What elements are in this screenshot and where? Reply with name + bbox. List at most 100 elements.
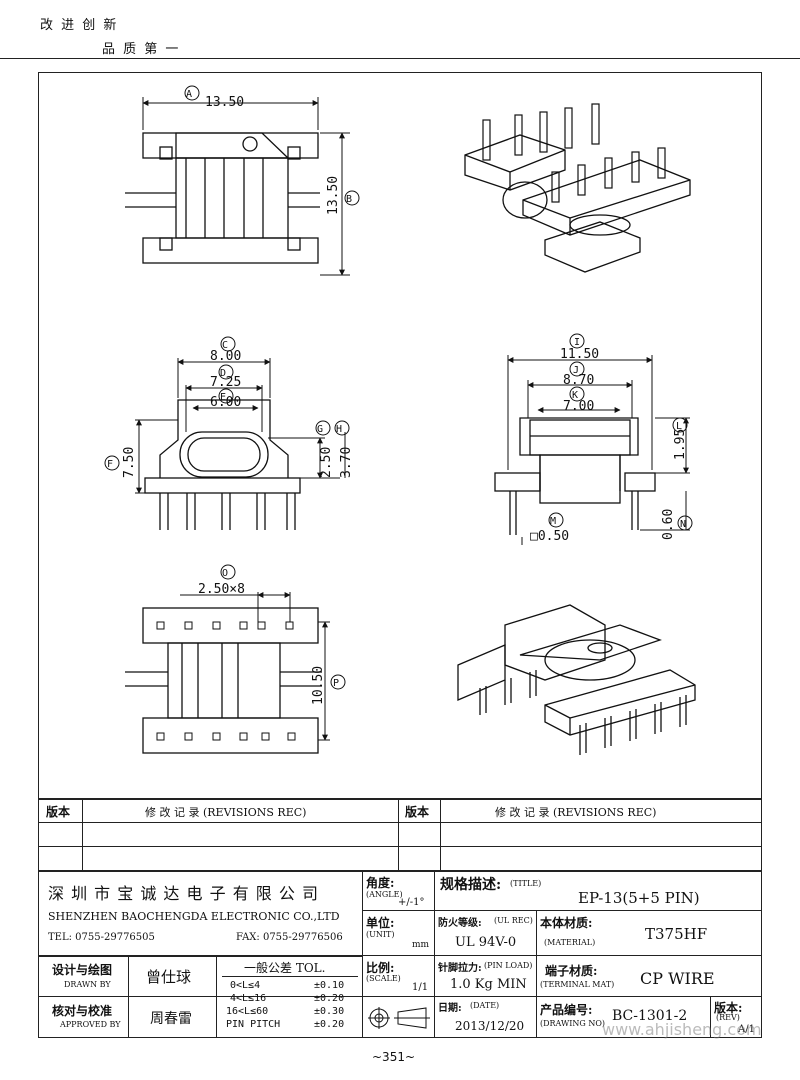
- company-fax: FAX: 0755-29776506: [236, 932, 343, 943]
- material-label-en: (MATERIAL): [544, 938, 596, 947]
- terminal-label: 端子材质:: [545, 964, 598, 978]
- dim-c: 8.00: [210, 349, 241, 364]
- company-tel: TEL: 0755-29776505: [48, 932, 155, 943]
- dim-f: 7.50: [122, 447, 137, 478]
- dim-j: 8.70: [563, 373, 594, 388]
- label-l: L: [676, 421, 682, 432]
- drawing-no-value: BC-1301-2: [612, 1008, 688, 1024]
- drawn-name: 曾仕球: [146, 968, 192, 986]
- unit-value: mm: [412, 940, 430, 950]
- unit-label-en: (UNIT): [366, 930, 395, 939]
- label-c: C: [222, 340, 228, 351]
- side-view: [494, 355, 690, 545]
- tol-range-0: 0<L≤4: [230, 980, 261, 991]
- label-e: E: [220, 392, 226, 403]
- isometric-view-top: [464, 103, 691, 273]
- projection-icon: [368, 1006, 430, 1034]
- tolerance-title: 一般公差 TOL.: [244, 961, 326, 975]
- approved-label-en: APPROVED BY: [60, 1020, 121, 1029]
- technical-drawing: A 13.50 B 13.50 C 8.00 D 7.25 E 6.00 F 7…: [104, 85, 696, 755]
- label-f: F: [107, 459, 113, 470]
- scale-label-en: (SCALE): [366, 974, 401, 983]
- material-label: 本体材质:: [540, 916, 593, 930]
- rev-col-3: 版本: [405, 805, 430, 819]
- label-o: O: [222, 568, 228, 579]
- rev-col-2: 修 改 记 录 (REVISIONS REC): [145, 806, 307, 819]
- dim-a: 13.50: [205, 95, 244, 110]
- rev-col-4: 修 改 记 录 (REVISIONS REC): [495, 806, 657, 819]
- dim-p: 10.50: [311, 666, 326, 705]
- label-d: D: [220, 368, 226, 379]
- slogan-line1: 改 进 创 新: [40, 18, 119, 33]
- title-value: EP-13(5+5 PIN): [578, 889, 700, 907]
- page-number: ~351~: [372, 1050, 416, 1064]
- front-view: [135, 358, 346, 530]
- terminal-label-en: (TERMINAL MAT): [540, 980, 615, 989]
- label-n: N: [680, 519, 686, 530]
- slogan-line2: 品 质 第 一: [102, 42, 181, 57]
- dim-n: 0.60: [661, 509, 676, 540]
- tol-value-3: ±0.20: [314, 1019, 345, 1030]
- drawing-no-label: 产品编号:: [540, 1003, 593, 1017]
- rev-label: 版本:: [714, 1001, 743, 1015]
- angle-label: 角度:: [366, 876, 395, 890]
- angle-label-en: (ANGLE): [366, 890, 403, 899]
- dim-k: 7.00: [563, 399, 594, 414]
- label-i: I: [574, 337, 580, 348]
- bottom-view: [125, 592, 330, 754]
- angle-value: +/-1°: [398, 897, 425, 908]
- top-view: [125, 97, 350, 276]
- drawn-label-en: DRAWN BY: [64, 980, 111, 989]
- date-value: 2013/12/20: [455, 1019, 525, 1033]
- tol-value-2: ±0.30: [314, 1006, 345, 1017]
- dim-d: 7.25: [210, 375, 241, 390]
- fire-label: 防火等级:: [438, 918, 482, 929]
- tol-range-2: 16<L≤60: [226, 1006, 269, 1017]
- rev-label-en: (REV): [716, 1013, 740, 1022]
- terminal-value: CP WIRE: [640, 969, 715, 988]
- label-p: P: [333, 678, 339, 689]
- pin-load-value: 1.0 Kg MIN: [450, 977, 527, 992]
- label-g: G: [317, 424, 323, 435]
- tol-value-0: ±0.10: [314, 980, 345, 991]
- header-rule: [0, 58, 800, 59]
- label-m: M: [550, 516, 556, 527]
- fire-value: UL 94V-0: [455, 935, 517, 950]
- label-b: B: [346, 194, 352, 205]
- label-h: H: [336, 424, 342, 435]
- dim-g: 2.50: [319, 447, 334, 478]
- company-name-cn: 深 圳 市 宝 诚 达 电 子 有 限 公 司: [48, 884, 319, 903]
- rev-col-1: 版本: [46, 805, 71, 819]
- approved-name: 周春雷: [150, 1011, 192, 1027]
- date-label: 日期:: [438, 1003, 462, 1014]
- dim-l: 1.95: [673, 429, 688, 460]
- pin-load-label: 针脚拉力:: [438, 963, 482, 974]
- rev-value: A/1: [738, 1024, 755, 1035]
- scale-label: 比例:: [366, 961, 395, 975]
- tol-range-1: 4<L≤16: [230, 993, 267, 1004]
- watermark: www.ahjisheng.com: [602, 1020, 762, 1039]
- drawn-label: 设计与绘图: [52, 963, 113, 977]
- material-value: T375HF: [645, 925, 708, 943]
- fire-label-en: (UL REC): [494, 916, 533, 925]
- dim-e: 6.00: [210, 395, 241, 410]
- drawing-frame: [38, 72, 762, 1038]
- dim-m: □0.50: [530, 529, 569, 544]
- drawing-no-label-en: (DRAWING NO): [540, 1019, 606, 1028]
- tol-range-3: PIN PITCH: [226, 1019, 281, 1030]
- approved-label: 核对与校准: [52, 1004, 113, 1018]
- label-a: A: [186, 89, 192, 100]
- isometric-view-bottom: [457, 604, 696, 755]
- date-label-en: (DATE): [470, 1001, 500, 1010]
- dim-b: 13.50: [326, 176, 341, 215]
- tol-value-1: ±0.20: [314, 993, 345, 1004]
- dim-h: 3.70: [339, 447, 354, 478]
- dim-o: 2.50×8: [198, 582, 245, 597]
- dim-i: 11.50: [560, 347, 599, 362]
- title-label: 规格描述:: [440, 877, 502, 893]
- pin-load-label-en: (PIN LOAD): [484, 961, 533, 970]
- scale-value: 1/1: [412, 982, 429, 993]
- company-name-en: SHENZHEN BAOCHENGDA ELECTRONIC CO.,LTD: [48, 910, 340, 923]
- label-k: K: [572, 390, 578, 401]
- unit-label: 单位:: [366, 916, 395, 930]
